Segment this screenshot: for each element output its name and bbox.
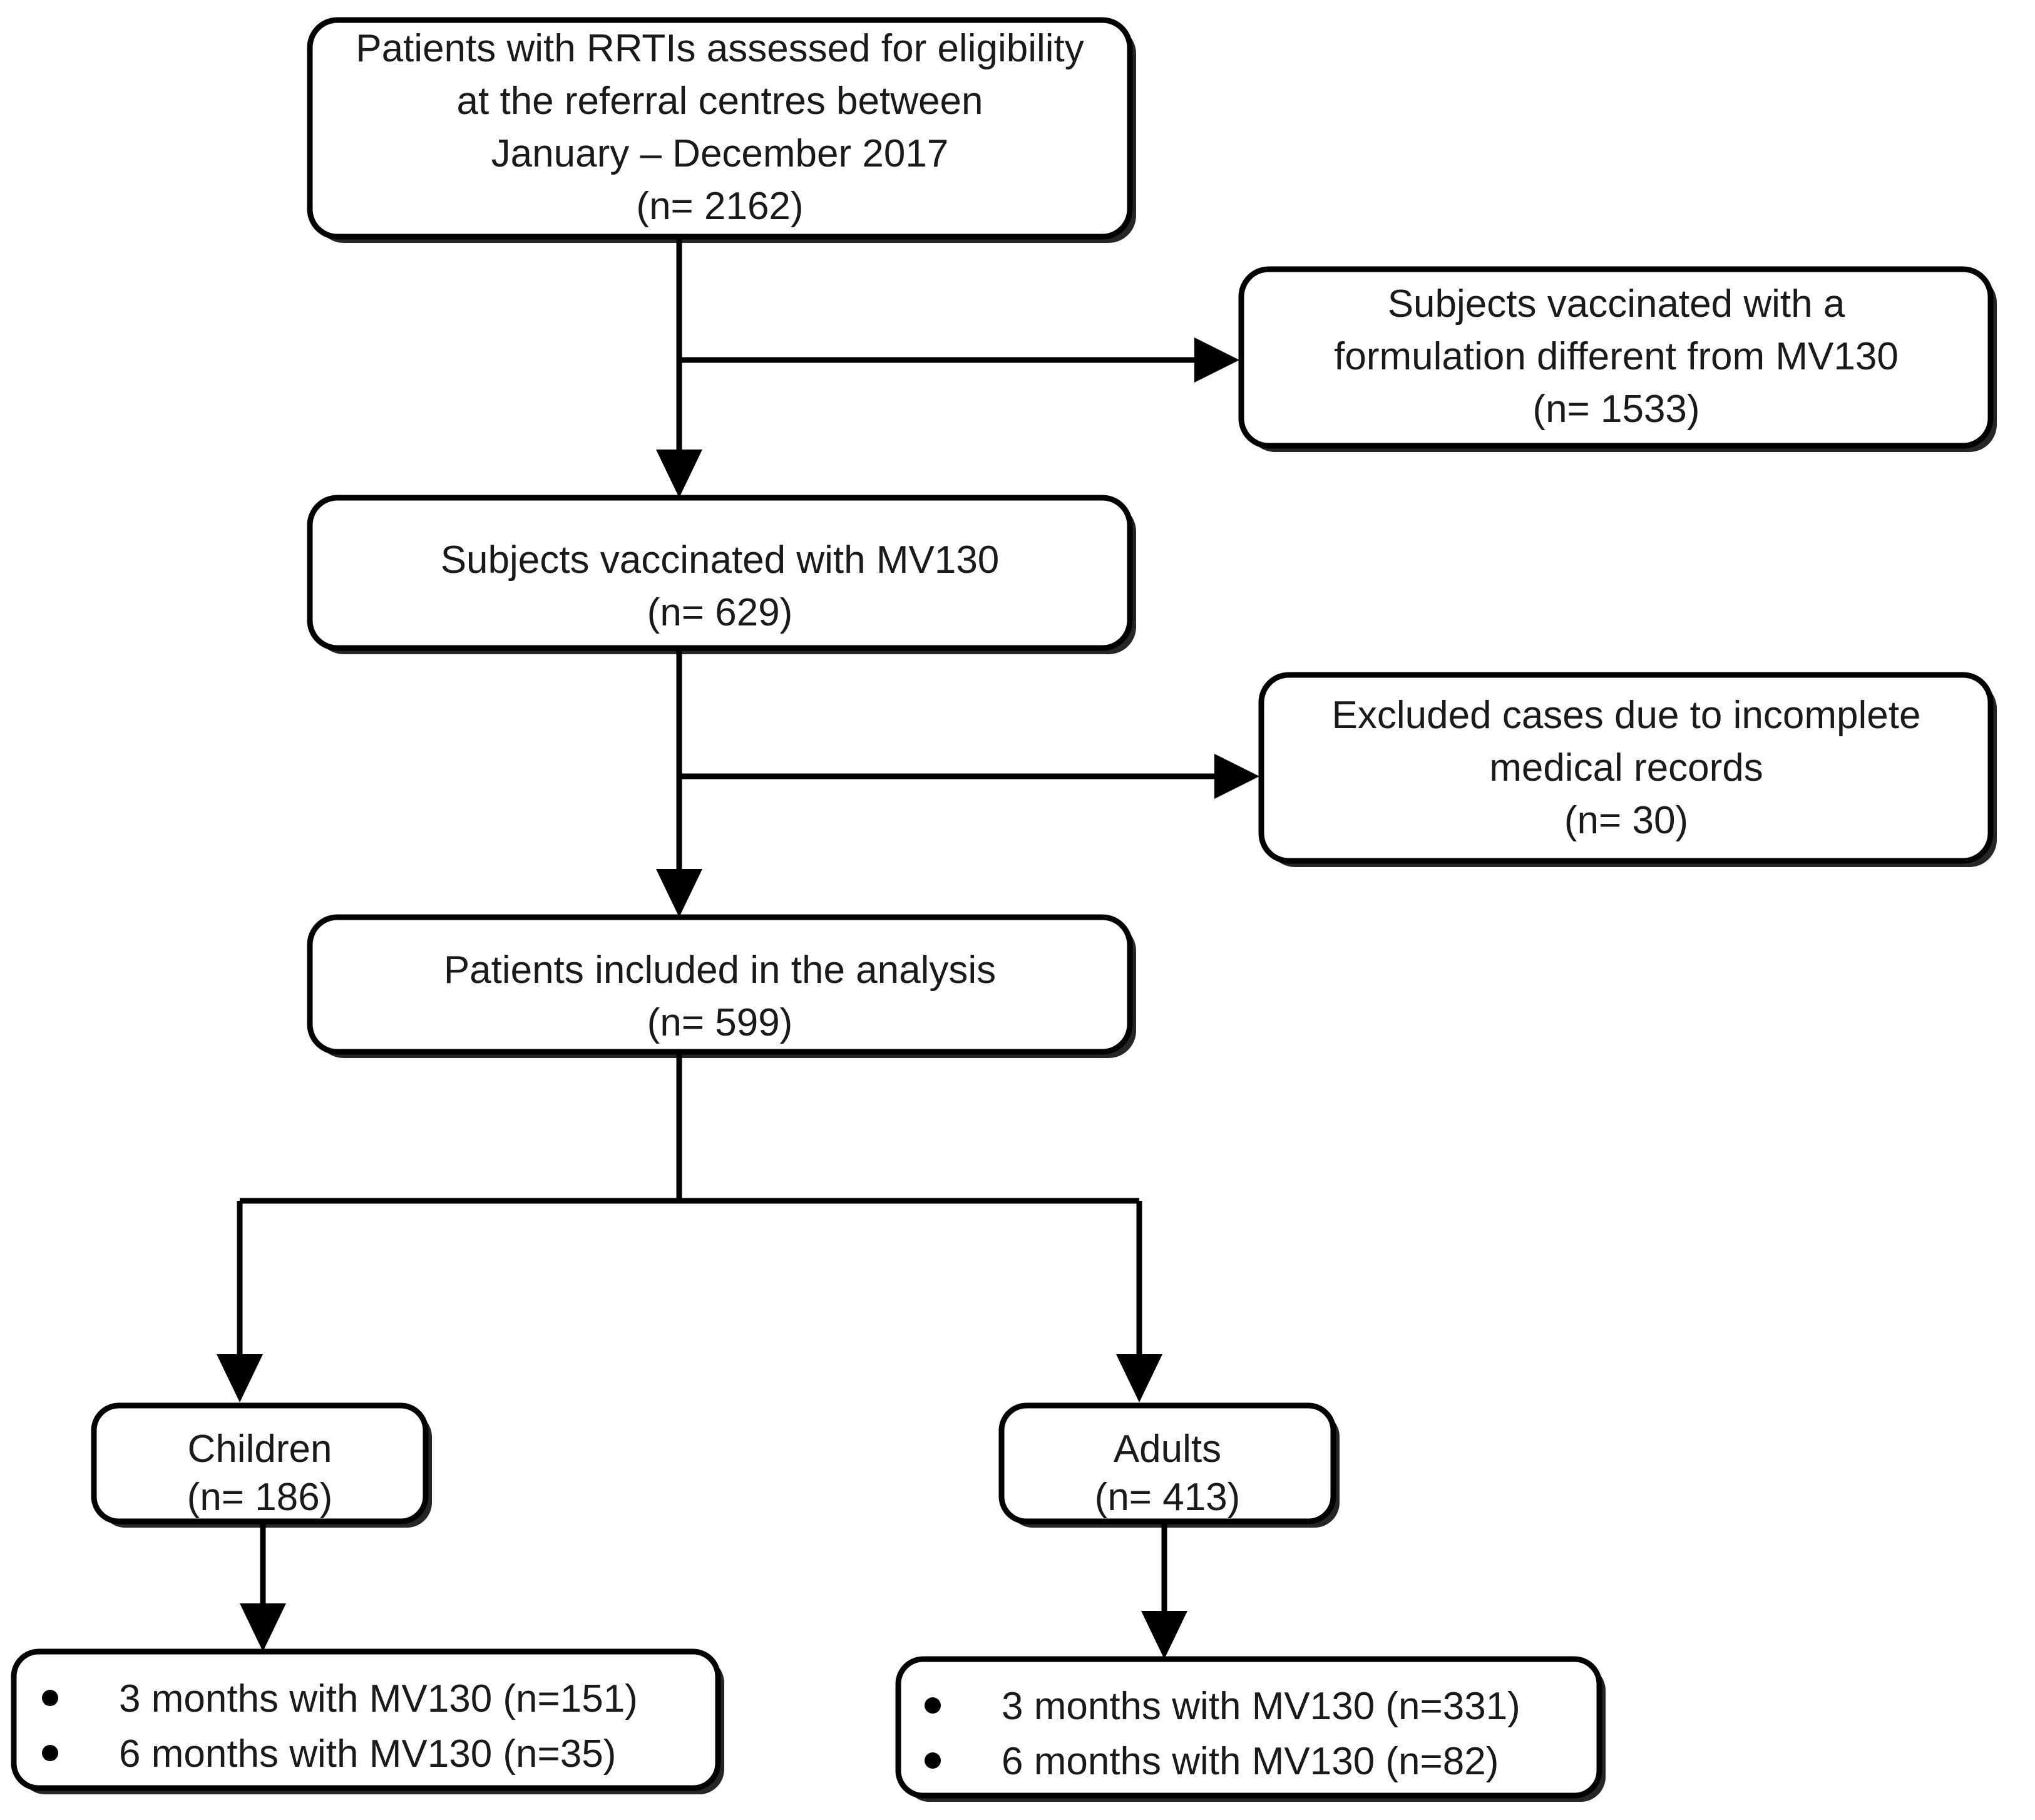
arrowhead-down-to-adults-followup [1141,1611,1187,1659]
adults-line-1: Adults [1114,1427,1221,1471]
included-analysis-box[interactable]: Patients included in the analysis (n= 59… [307,914,1136,1058]
children-box[interactable]: Children (n= 186) [91,1402,432,1528]
children-followup-bullet-1: 3 months with MV130 (n=151) [119,1677,638,1720]
arrowhead-down-to-vaccinated [656,450,702,498]
arrowhead-right-to-excluded-records [1214,754,1259,799]
bullet-icon [42,1690,58,1706]
vaccinated-mv130-line-2: (n= 629) [647,591,793,634]
excluded-formulation-box-outline [1238,266,1994,449]
adults-followup-box[interactable]: 3 months with MV130 (n=331) 6 months wit… [895,1656,1606,1802]
arrowhead-down-to-included [656,869,702,917]
children-followup-box-outline [11,1648,721,1791]
eligibility-line-4: (n= 2162) [636,185,803,228]
bullet-icon [925,1697,941,1714]
included-analysis-box-outline [307,914,1133,1055]
children-followup-bullet-2: 6 months with MV130 (n=35) [119,1732,616,1776]
arrowhead-down-to-children [217,1354,263,1402]
eligibility-line-3: January – December 2017 [491,132,949,175]
excluded-records-line-3: (n= 30) [1564,799,1688,842]
excluded-formulation-line-2: formulation different from MV130 [1334,335,1899,378]
adults-followup-bullet-2: 6 months with MV130 (n=82) [1002,1740,1499,1783]
adults-box-outline [998,1402,1336,1524]
children-box-outline [91,1402,429,1524]
excluded-records-line-2: medical records [1489,746,1763,789]
included-analysis-line-1: Patients included in the analysis [444,949,996,992]
excluded-records-box[interactable]: Excluded cases due to incomplete medical… [1258,672,1997,867]
bullet-icon [42,1745,58,1761]
eligibility-line-2: at the referral centres between [457,80,983,123]
children-line-2: (n= 186) [187,1476,333,1519]
adults-box[interactable]: Adults (n= 413) [998,1402,1340,1528]
eligibility-box[interactable]: Patients with RRTIs assessed for eligibi… [307,17,1136,243]
connectors-layer [217,237,1259,1659]
adults-followup-bullet-1: 3 months with MV130 (n=331) [1002,1685,1520,1728]
excluded-formulation-box[interactable]: Subjects vaccinated with a formulation d… [1238,266,1997,452]
children-line-1: Children [188,1427,332,1471]
vaccinated-mv130-box[interactable]: Subjects vaccinated with MV130 (n= 629) [307,495,1136,654]
excluded-formulation-line-1: Subjects vaccinated with a [1388,282,1845,326]
excluded-records-line-1: Excluded cases due to incomplete [1332,694,1921,737]
excluded-records-box-outline [1258,672,1994,864]
arrowhead-down-to-children-followup [240,1603,286,1652]
eligibility-line-1: Patients with RRTIs assessed for eligibi… [356,27,1084,70]
vaccinated-mv130-line-1: Subjects vaccinated with MV130 [441,538,1000,582]
excluded-formulation-line-3: (n= 1533) [1532,388,1699,431]
bullet-icon [925,1752,941,1769]
arrowhead-right-to-excluded-formulation [1194,337,1239,383]
included-analysis-line-2: (n= 599) [647,1001,793,1044]
arrowhead-down-to-adults [1116,1354,1162,1402]
eligibility-box-outline [307,17,1133,240]
children-followup-box[interactable]: 3 months with MV130 (n=151) 6 months wit… [11,1648,724,1794]
adults-line-2: (n= 413) [1095,1476,1241,1519]
adults-followup-box-outline [895,1656,1602,1799]
vaccinated-mv130-box-outline [307,495,1133,651]
